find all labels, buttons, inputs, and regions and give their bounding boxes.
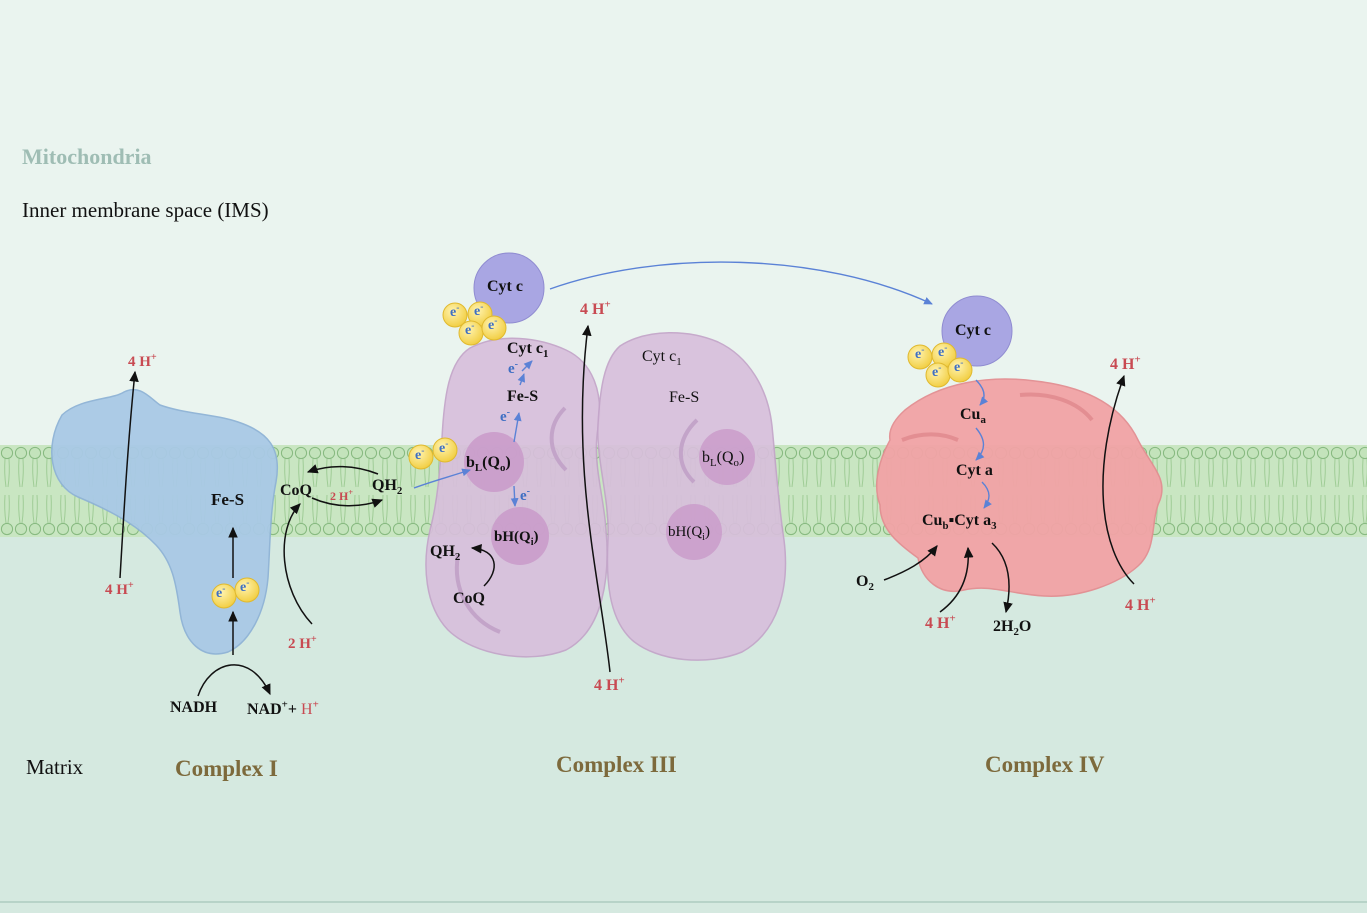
fe-s-label-complex-i: Fe-S: [211, 490, 245, 509]
cyt-c-label: Cyt c: [955, 322, 991, 339]
electron-label: e-: [465, 321, 475, 338]
complex-iv-label: Complex IV: [985, 752, 1105, 777]
electron-label: e-: [938, 343, 948, 360]
cyt-c-label: Cyt c: [487, 278, 523, 295]
complex-iii-label: Complex III: [556, 752, 677, 777]
electron-label: e-: [216, 584, 226, 601]
bh-qi-label: bH(Qi): [494, 529, 539, 548]
electron-transfer-arrows: [413, 261, 992, 509]
electron-label: e-: [915, 345, 925, 362]
bh-qi-left-site: [491, 507, 549, 565]
electron-label: e-: [508, 359, 519, 377]
electron-cluster-complex-iii: [442, 301, 507, 346]
coq-label: CoQ: [280, 482, 312, 499]
electron-label: e-: [500, 407, 511, 425]
matrix-label: Matrix: [26, 755, 84, 779]
proton-label: 4 H+: [128, 352, 157, 370]
proton-label: 4 H+: [1110, 353, 1141, 373]
ims-label: Inner membrane space (IMS): [22, 198, 269, 222]
cyt-c-complex-iv: [941, 295, 1013, 367]
flow-arrows: [119, 324, 1135, 697]
bh-qi-label-right: bH(Qi): [668, 524, 711, 543]
electron-label: e-: [415, 446, 425, 463]
mitochondria-title: Mitochondria: [22, 144, 152, 169]
electron-label: e-: [450, 303, 460, 320]
electron-cluster-qh2: [408, 437, 458, 470]
bh-qi-right-site: [666, 504, 722, 560]
complex-iv-protein: [876, 378, 1163, 597]
nadh-label: NADH: [170, 699, 218, 716]
bl-qo-right-site: [699, 429, 755, 485]
qh2-label: QH2: [372, 477, 403, 498]
cyt-a-label: Cyt a: [956, 462, 993, 479]
electron-cluster-complex-i: [211, 577, 260, 609]
proton-label: 4 H+: [1125, 594, 1156, 614]
electron-cluster-complex-iv: [907, 342, 973, 388]
proton-label: 2 H+: [330, 488, 353, 503]
bl-qo-left-site: [464, 432, 524, 492]
cyt-c1-label-right: Cyt c1: [642, 348, 682, 369]
proton-label: 2 H+: [288, 634, 317, 652]
electron-label: e-: [240, 578, 250, 595]
fe-s-label-right: Fe-S: [669, 389, 700, 406]
complex-iii-right: [597, 332, 787, 661]
complex-iii-left: [425, 337, 608, 658]
coq-label: CoQ: [453, 590, 485, 607]
proton-label: 4 H+: [925, 612, 956, 632]
electron-label: e-: [439, 439, 449, 456]
electron-label: e-: [520, 486, 531, 504]
fe-s-label: Fe-S: [507, 388, 539, 405]
proton-label: 4 H+: [594, 674, 625, 694]
bl-qo-label-right: bL(Qo): [702, 449, 745, 470]
proton-label: 4 H+: [580, 298, 611, 318]
cyt-c-complex-iii: [473, 252, 545, 324]
electron-label: e-: [474, 302, 484, 319]
electron-label: e-: [488, 316, 498, 333]
electron-label: e-: [954, 358, 964, 375]
water-label: 2H2O: [993, 618, 1032, 639]
o2-label: O2: [856, 573, 874, 594]
cyt-c1-label: Cyt c1: [507, 340, 549, 361]
electron-label: e-: [932, 363, 942, 380]
qh2-label: QH2: [430, 543, 461, 564]
cu-a-label: Cua: [960, 406, 986, 427]
nad-plus-h-label: NAD++ H+: [247, 698, 319, 718]
proton-label: 4 H+: [105, 580, 134, 598]
cub-cyt-a3-label: Cub▪Cyt a3: [922, 512, 997, 533]
complex-i-label: Complex I: [175, 756, 278, 781]
bl-qo-label: bL(Qo): [466, 454, 511, 475]
